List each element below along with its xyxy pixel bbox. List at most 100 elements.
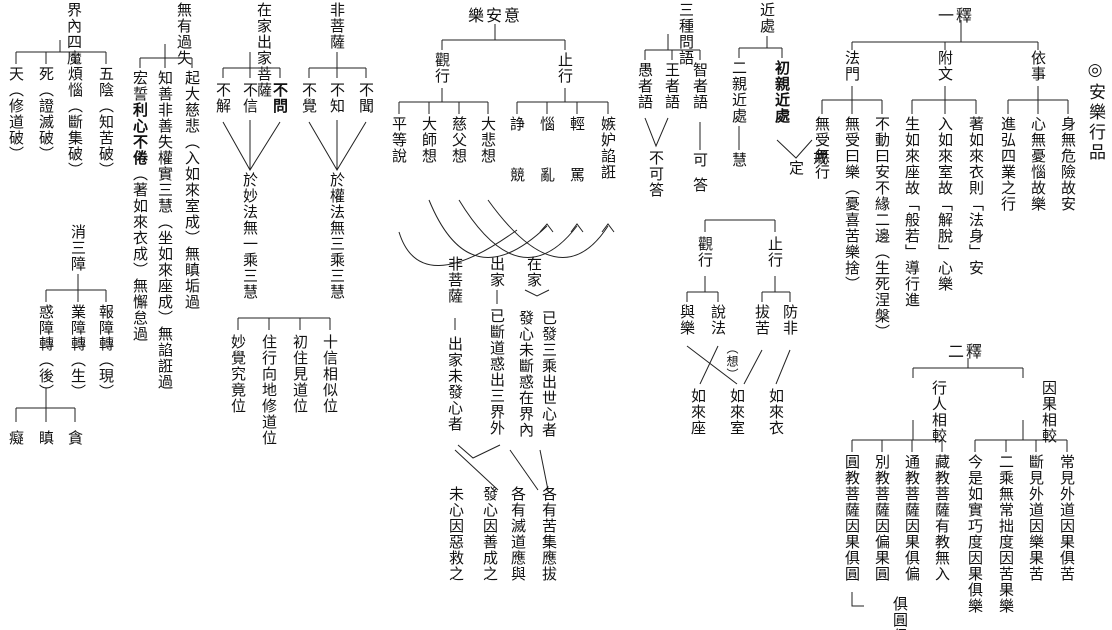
branch-shigyo: 止行: [766, 236, 784, 268]
sansho-item-3: 惑障轉（後）: [37, 304, 55, 400]
muka-head: 無有過失: [175, 2, 193, 66]
shigyo-bakku: 拔苦: [753, 304, 771, 336]
jiji-item-2: 心無憂惱故樂: [1029, 116, 1047, 212]
zaike-label: 在家: [525, 256, 543, 288]
anrakui-head: 樂安意: [468, 6, 523, 25]
shukke-label: 出家: [488, 256, 506, 288]
page-title: ◎安樂行品: [1085, 60, 1105, 163]
seppo-note: （想）: [725, 342, 739, 381]
result-nyoraiza: 如來座: [689, 388, 707, 436]
kinsho-head: 近處: [758, 2, 776, 34]
anrakui-kangyo: 觀行: [433, 52, 451, 84]
homon-item-1: 不動曰安不緣二邊（生死涅槃）: [873, 116, 891, 340]
ichi-shaku-head: 一釋: [938, 6, 975, 25]
hibosatsu-label: 非菩薩: [446, 256, 464, 304]
hibosatsu-head: 非菩薩: [328, 2, 346, 50]
level-shoju: 初住見道位: [291, 334, 309, 414]
shukke-item: 已斷道惑出三界外: [488, 308, 506, 436]
sansho-item-1: 報障轉（現）: [97, 304, 115, 400]
branch-chisha: 智者語: [691, 62, 709, 110]
kinsho-jo: 定: [787, 160, 805, 176]
guan-daihi: 大悲想: [479, 116, 497, 164]
kinsho-kai: 戒: [811, 150, 829, 166]
hibosatsu-result: 於權法無三乘三慧: [328, 172, 346, 300]
level-jushin: 十信相似位: [321, 334, 339, 414]
zaike-result-1: 各有苦集應拔: [540, 486, 558, 582]
guan-byodo: 平等說: [390, 116, 408, 164]
poison-chi: 癡: [7, 430, 25, 446]
poison-ton: 貪: [66, 430, 84, 446]
branch-kangyo: 觀行: [696, 236, 714, 268]
hibosatsu-fuchi: 不知: [328, 82, 346, 114]
kangyo-seppo: 說法: [709, 304, 727, 336]
poison-jin: 瞋: [37, 430, 55, 446]
inga-item-3: 二乘無常拙度因苦果樂: [997, 454, 1015, 614]
fubun-item-2: 入如來室故「解脫」心樂: [936, 116, 954, 292]
muka-item-1: 起大慈悲（入如來室成）無瞋垢過: [183, 70, 201, 310]
zaike-item-2: 發心未斷惑在界內: [517, 310, 535, 438]
sansho-item-2: 業障轉（生）: [69, 304, 87, 400]
inga-item-1: 常見外道因果俱苦: [1058, 454, 1076, 582]
branch-osha: 王者語: [663, 62, 681, 110]
zhi-shitto: 嫉妒諂誑: [599, 116, 617, 180]
guan-daishi: 大師想: [420, 116, 438, 164]
zs-fuge: 不解: [214, 82, 232, 114]
zaike-item-1: 已發三乘出世心者: [540, 310, 558, 438]
homon-item-2: 無受曰樂（憂喜苦樂捨）: [843, 116, 861, 292]
result-nyoraishitsu: 如來室: [728, 388, 746, 436]
zhi-noran: 惱亂: [538, 116, 556, 218]
branch-homon: 法門: [843, 50, 861, 82]
zaike-result-3: 發心因善成之: [481, 486, 499, 582]
branch-inga: 因果相較: [1040, 380, 1058, 444]
kuen-kuraku-note: 俱圓俱樂: [891, 596, 909, 630]
sanshu-head: 三種問語: [677, 2, 695, 66]
branch-first-kinsho: 初親近處: [773, 60, 791, 124]
zs-fumon: 不問: [271, 82, 289, 114]
muka-bold-phrase: 利心不倦: [131, 102, 149, 166]
branch-fubun: 附文: [936, 50, 954, 82]
result-nyoraie: 如來衣: [767, 388, 785, 436]
jiji-item-3: 進弘四業之行: [999, 116, 1017, 212]
inga-item-2: 斷見外道因樂果苦: [1027, 454, 1045, 582]
muka-item-3: 宏誓利心不倦（著如來衣成）無懈怠過: [131, 70, 149, 342]
hibosatsu-fukaku: 不覺: [300, 82, 318, 114]
naima-item-2: 煩惱（斷集破）: [66, 66, 84, 178]
gyonin-item-3: 別教菩薩因偏果圓: [873, 454, 891, 582]
naima-head: 界內四魔: [65, 2, 83, 66]
gyonin-item-2: 通教菩薩因果俱偏: [903, 454, 921, 582]
branch-gyonin: 行人相較: [930, 380, 948, 444]
zaike-result-4: 未心因惡救之: [447, 486, 465, 582]
branch-gusha: 愚者語: [636, 62, 654, 110]
anrakui-shigyo: 止行: [556, 52, 574, 84]
level-myokaku: 妙覺究竟位: [229, 334, 247, 414]
gusha-answer: 不可答: [647, 150, 665, 198]
guan-jifu: 慈父想: [450, 116, 468, 164]
hibosatsu-fumon: 不聞: [357, 82, 375, 114]
shigyo-bohi: 防非: [781, 304, 799, 336]
homon-item-3: 無受無行: [813, 116, 831, 180]
gyonin-item-1: 藏教菩薩有教無入: [933, 454, 951, 582]
naima-item-3: 死（證滅破）: [37, 66, 55, 162]
jiji-item-1: 身無危險故安: [1059, 116, 1077, 212]
inga-item-4: 今是如實巧度因果俱樂: [966, 454, 984, 614]
zs-fushin: 不信: [241, 82, 259, 114]
gyonin-item-4: 圓教菩薩因果俱圓: [843, 454, 861, 582]
level-jugyo: 住行向地修道位: [260, 334, 278, 446]
branch-jiji: 依事: [1029, 50, 1047, 82]
naima-item-4: 天（修道破）: [7, 66, 25, 162]
muka-item-2: 知善非善失權實三慧（坐如來座成）無諂誑過: [156, 70, 174, 390]
sansho-head: 消三障: [69, 224, 87, 272]
branch-second-kinsho: 二親近處: [730, 60, 748, 124]
fubun-item-1: 著如來衣則「法身」安: [967, 116, 985, 276]
chisha-answer: 可答: [691, 152, 709, 202]
ni-shaku-head: 二釋: [948, 342, 985, 361]
zhi-sokyo: 諍競: [508, 116, 526, 218]
fubun-item-3: 生如來座故「般若」導行進: [903, 116, 921, 308]
hibosatsu-item: 出家未發心者: [446, 336, 464, 432]
zaike-shukke-head: 在家出家菩薩: [255, 2, 273, 98]
kinsho-e: 慧: [730, 152, 748, 168]
zs-result: 於妙法無一乘三慧: [241, 172, 259, 300]
zaike-result-2: 各有滅道應與: [509, 486, 527, 582]
